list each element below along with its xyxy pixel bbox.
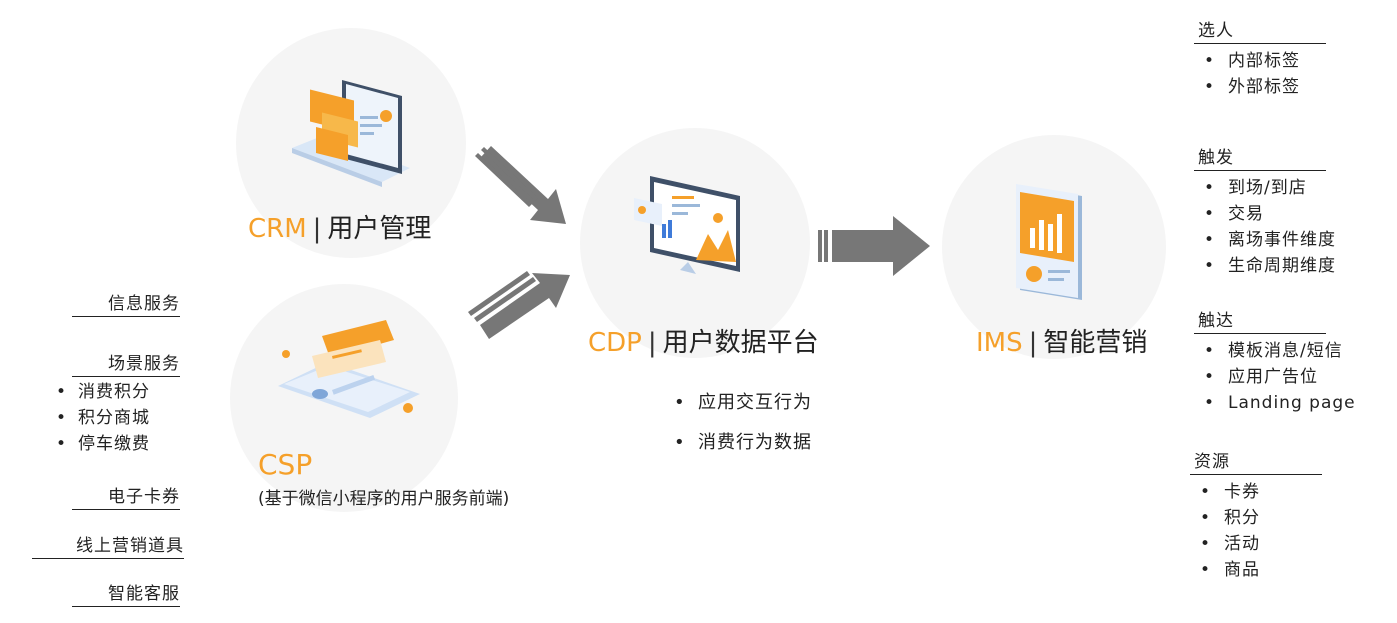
left-list-item: 积分商城	[52, 405, 180, 431]
right-section-reach: 触达 模板消息/短信 应用广告位 Landing page	[1194, 309, 1356, 416]
left-section-marketing-tools: 线上营销道具	[32, 534, 184, 559]
ims-abbr: IMS	[976, 328, 1023, 358]
right-list: 到场/到店 交易 离场事件维度 生命周期维度	[1194, 175, 1336, 279]
right-list-item: 外部标签	[1194, 74, 1326, 100]
left-section-info: 信息服务	[72, 292, 180, 317]
crm-name: 用户管理	[327, 214, 432, 244]
right-heading: 选人	[1194, 19, 1326, 44]
right-list-item: 应用广告位	[1194, 364, 1356, 390]
dashboard-icon	[634, 176, 740, 274]
left-scene-list: 消费积分 积分商城 停车缴费	[52, 379, 180, 457]
right-list: 卡券 积分 活动 商品	[1190, 479, 1322, 583]
tablet-chart-icon	[1016, 184, 1082, 300]
cdp-label: CDP|用户数据平台	[588, 322, 819, 359]
right-list-item: 卡券	[1190, 479, 1322, 505]
phone-card-icon	[278, 320, 420, 418]
left-heading: 电子卡券	[72, 485, 180, 510]
right-list-item: 生命周期维度	[1194, 253, 1336, 279]
crm-label: CRM|用户管理	[248, 208, 431, 245]
crm-separator: |	[312, 214, 322, 244]
cdp-separator: |	[647, 328, 657, 358]
ims-label: IMS|智能营销	[976, 322, 1147, 359]
csp-abbr: CSP	[258, 448, 313, 481]
left-heading: 场景服务	[72, 352, 180, 377]
laptop-icon	[292, 80, 410, 187]
arrow-csp-to-cdp	[468, 271, 570, 339]
right-list: 内部标签 外部标签	[1194, 48, 1326, 100]
right-list-item: 积分	[1190, 505, 1322, 531]
arrow-crm-to-cdp	[475, 146, 566, 224]
right-heading: 触达	[1194, 309, 1326, 334]
right-heading: 触发	[1194, 146, 1326, 171]
right-section-resource: 资源 卡券 积分 活动 商品	[1190, 450, 1322, 583]
right-list-item: 活动	[1190, 531, 1322, 557]
csp-description: (基于微信小程序的用户服务前端)	[258, 489, 510, 509]
right-list-item: 到场/到店	[1194, 175, 1336, 201]
cdp-item: 应用交互行为	[670, 383, 812, 423]
right-list: 模板消息/短信 应用广告位 Landing page	[1194, 338, 1356, 416]
left-list-item: 停车缴费	[52, 431, 180, 457]
left-section-coupon: 电子卡券	[72, 485, 180, 510]
crm-abbr: CRM	[248, 214, 307, 244]
cdp-name: 用户数据平台	[662, 328, 819, 358]
cdp-item: 消费行为数据	[670, 423, 812, 463]
ims-name: 智能营销	[1043, 328, 1148, 358]
left-section-scene: 场景服务 消费积分 积分商城 停车缴费	[52, 352, 180, 457]
right-list-item: 交易	[1194, 201, 1336, 227]
left-heading: 智能客服	[72, 582, 180, 607]
cdp-abbr: CDP	[588, 328, 642, 358]
left-heading: 信息服务	[72, 292, 180, 317]
right-list-item: 内部标签	[1194, 48, 1326, 74]
right-list-item: 商品	[1190, 557, 1322, 583]
right-list-item: Landing page	[1194, 390, 1356, 416]
right-heading: 资源	[1190, 450, 1322, 475]
arrow-cdp-to-ims	[818, 216, 930, 276]
left-section-smart-service: 智能客服	[72, 582, 180, 607]
right-list-item: 离场事件维度	[1194, 227, 1336, 253]
right-section-select: 选人 内部标签 外部标签	[1194, 19, 1326, 100]
right-list-item: 模板消息/短信	[1194, 338, 1356, 364]
ims-separator: |	[1028, 328, 1038, 358]
left-heading: 线上营销道具	[32, 534, 184, 559]
left-list-item: 消费积分	[52, 379, 180, 405]
right-section-trigger: 触发 到场/到店 交易 离场事件维度 生命周期维度	[1194, 146, 1336, 279]
cdp-item-list: 应用交互行为 消费行为数据	[670, 383, 812, 463]
csp-label: CSP	[258, 448, 312, 481]
